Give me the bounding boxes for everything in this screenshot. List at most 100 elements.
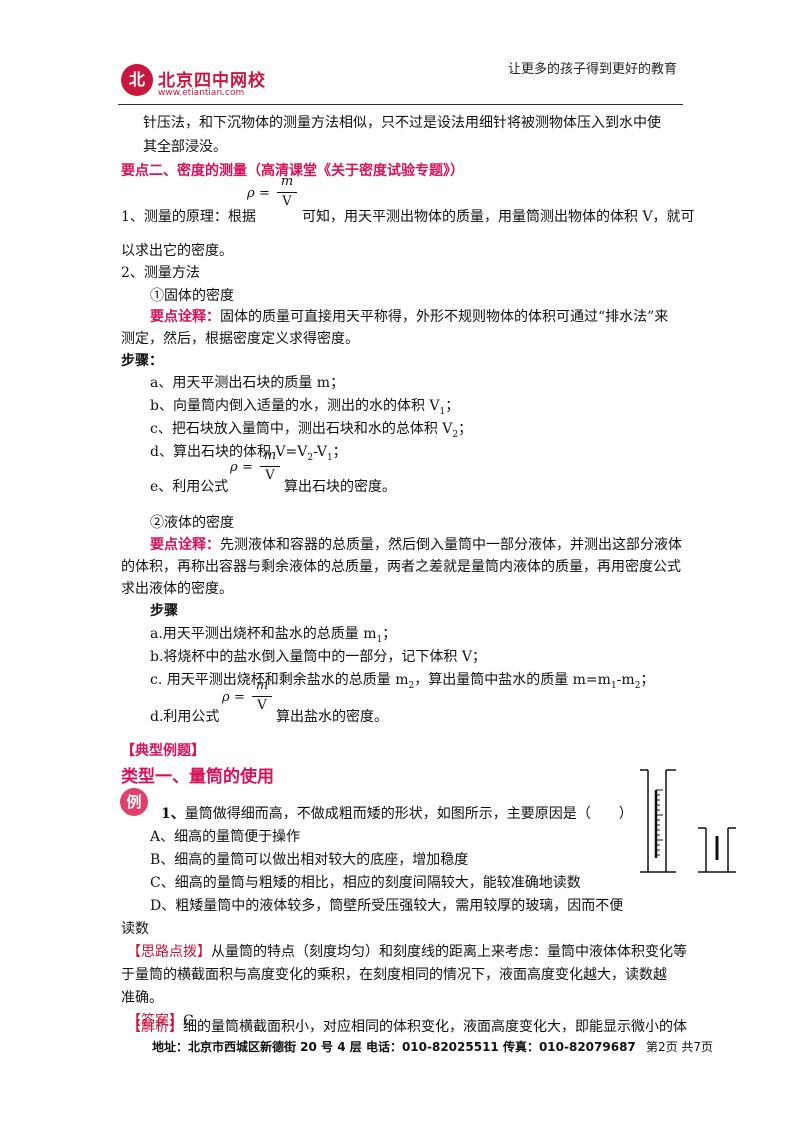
steps-heading: 步骤	[150, 603, 178, 619]
example-badge-icon: 例	[120, 788, 148, 816]
section-heading-main: 要点二、密度的测量	[121, 163, 247, 179]
formula-den: V	[257, 698, 267, 713]
liquid-step-a: a.用天平测出烧杯和盐水的总质量 m1；	[150, 623, 396, 645]
body-line: 可知，用天平测出物体的质量，用量筒测出物体的体积 V，就可	[302, 209, 695, 225]
body-line: 针压法，和下沉物体的测量方法相似，只不过是设法用细针将被测物体压入到水中使	[143, 115, 661, 131]
formula-den: V	[282, 194, 292, 209]
liquid-step-b: b.将烧杯中的盐水倒入量筒中的一部分，记下体积 V；	[150, 649, 486, 665]
explanation-line: 【解析】细的量筒横截面积小，对应相同的体积变化，液面高度变化大，即能显示微小的体	[127, 1016, 687, 1036]
density-formula: ρ = m V	[230, 448, 290, 492]
liquid-step-c-mid: ，算出量筒中盐水的质量 m=m	[414, 672, 611, 688]
measuring-cylinders-figure	[640, 769, 736, 873]
section-heading-link[interactable]: （高清课堂《关于密度试验专题》）	[247, 163, 464, 179]
subheading: ②液体的密度	[150, 515, 234, 531]
step-b-text: b、向量筒内倒入适量的水，测出的水的体积 V	[150, 398, 440, 414]
answer-label: 【答案】	[127, 1013, 183, 1029]
step-d-mid: -V	[313, 444, 327, 460]
formula-eq: =	[242, 460, 253, 475]
body-line: 2、测量方法	[121, 265, 200, 281]
formula-num: m	[255, 678, 269, 693]
hint-text: 准确。	[121, 990, 163, 1006]
section-heading: 要点二、密度的测量（高清课堂《关于密度试验专题》）	[121, 160, 464, 180]
logo-url: www.etiantian.com	[158, 88, 245, 98]
tall-cylinder-scale	[656, 789, 663, 856]
option-b: B、细高的量筒可以做出相对较大的底座，增加稳度	[150, 852, 469, 868]
hint-text: 从量筒的特点（刻度均匀）和刻度线的距离上来考虑：量筒中液体体积变化等	[211, 944, 687, 960]
subheading: ①固体的密度	[150, 288, 234, 304]
liquid-step-c: c. 用天平测出烧杯和剩余盐水的总质量 m2，算出量筒中盐水的质量 m=m1-m…	[150, 669, 654, 691]
step-c-sub: 2	[452, 429, 459, 440]
formula-bar	[252, 696, 272, 697]
header-divider	[118, 104, 683, 105]
formula-eq: =	[259, 186, 270, 201]
step-d: d、算出石块的体积 V=V2-V1；	[150, 441, 347, 463]
header-slogan: 让更多的孩子得到更好的教育	[508, 62, 678, 77]
liquid-step-a-end: ；	[382, 626, 397, 642]
answer-value: C	[183, 1013, 194, 1029]
body-line: 的体积，再称出容器与剩余液体的总质量，两者之差就是量筒内液体的质量，再用密度公式	[121, 559, 681, 575]
option-d: D、粗矮量筒中的液体较多，筒壁所受压强较大，需用较厚的玻璃，因而不便	[150, 898, 624, 914]
liquid-step-c-sub3: 2	[634, 680, 641, 691]
density-formula: ρ = m V	[222, 678, 282, 722]
formula-den: V	[265, 468, 275, 483]
formula-bar	[260, 466, 280, 467]
note-text: 先测液体和容器的总质量，然后倒入量筒中一部分液体，并测出这部分液体	[220, 537, 682, 553]
liquid-step-c-mid2: -m	[616, 672, 635, 688]
step-b-sub: 1	[439, 406, 446, 417]
body-line: 测定，然后，根据密度定义求得密度。	[121, 331, 359, 347]
liquid-step-c-text: c. 用天平测出烧杯和剩余盐水的总质量 m	[150, 672, 409, 688]
short-cylinder	[698, 827, 736, 873]
liquid-step-c-end: ；	[640, 672, 655, 688]
body-line: 求出液体的密度。	[121, 581, 233, 597]
option-c: C、细高的量筒与粗矮的相比，相应的刻度间隔较大，能较准确地读数	[150, 875, 581, 891]
step-d-sub1: 2	[307, 452, 314, 463]
liquid-step-c-sub: 2	[408, 680, 415, 691]
step-a: a、用天平测出石块的质量 m；	[150, 375, 345, 391]
tall-cylinder	[640, 769, 676, 873]
step-b-end: ；	[445, 398, 460, 414]
liquid-step-c-sub2: 1	[610, 680, 617, 691]
hint-label: 【思路点拨】	[127, 944, 211, 960]
question-number: 1、	[161, 806, 185, 822]
body-line: 以求出它的密度。	[121, 243, 233, 259]
logo-name: 北京四中网校	[158, 71, 266, 91]
body-line: 1、测量的原理：根据	[121, 209, 256, 225]
explanation-label: 【解析】	[127, 1019, 183, 1035]
liquid-step-a-sub: 1	[376, 634, 383, 645]
option-a: A、细高的量筒便于操作	[150, 829, 301, 845]
formula-rho: ρ	[247, 186, 255, 201]
note-text: 固体的质量可直接用天平称得，外形不规则物体的体积可通过“排水法”来	[220, 309, 669, 325]
step-e-a: e、利用公式	[150, 479, 229, 495]
formula-bar	[277, 192, 297, 193]
step-d-end: ；	[332, 444, 347, 460]
liquid-step-d-a: d.利用公式	[150, 709, 220, 725]
body-line: 其全部浸没。	[143, 139, 227, 155]
school-logo-icon: 北	[121, 64, 153, 96]
steps-heading: 步骤：	[121, 353, 163, 369]
formula-num: m	[263, 448, 277, 463]
footer-contact: 地址：北京市西城区新德街 20 号 4 层 电话：010-82025511 传真…	[152, 1040, 636, 1054]
page-indicator: 第2页 共7页	[645, 1040, 714, 1054]
liquid-step-d-b: 算出盐水的密度。	[276, 709, 388, 725]
note-label: 要点诠释：	[150, 309, 220, 325]
hint-text: 于量筒的横截面积与高度变化的乘积，在刻度相同的情况下，液面高度变化越大，读数越	[121, 967, 667, 983]
note-label: 要点诠释：	[150, 537, 220, 553]
formula-num: m	[280, 174, 294, 189]
question-text: 量筒做得细而高，不做成粗而矮的形状，如图所示，主要原因是（ ）	[184, 806, 633, 822]
step-c: c、把石块放入量筒中，测出石块和水的总体积 V2；	[150, 418, 472, 440]
footer-address: 地址：北京市西城区新德街 20 号 4 层 电话：010-82025511 传真…	[152, 1038, 713, 1055]
step-b: b、向量筒内倒入适量的水，测出的水的体积 V1；	[150, 395, 459, 417]
density-formula: ρ = m V	[247, 174, 307, 218]
type-heading: 类型一、量筒的使用	[121, 767, 274, 787]
step-e-b: 算出石块的密度。	[284, 479, 396, 495]
liquid-step-a-text: a.用天平测出烧杯和盐水的总质量 m	[150, 626, 377, 642]
step-d-text: d、算出石块的体积 V=V	[150, 444, 308, 460]
formula-rho: ρ	[230, 460, 238, 475]
option-d-cont: 读数	[121, 921, 149, 937]
formula-rho: ρ	[222, 690, 230, 705]
formula-eq: =	[234, 690, 245, 705]
explanation-text: 细的量筒横截面积小，对应相同的体积变化，液面高度变化大，即能显示微小的体	[183, 1019, 687, 1035]
step-c-end: ；	[458, 421, 473, 437]
typical-heading: 【典型例题】	[121, 743, 205, 759]
step-c-text: c、把石块放入量筒中，测出石块和水的总体积 V	[150, 421, 453, 437]
